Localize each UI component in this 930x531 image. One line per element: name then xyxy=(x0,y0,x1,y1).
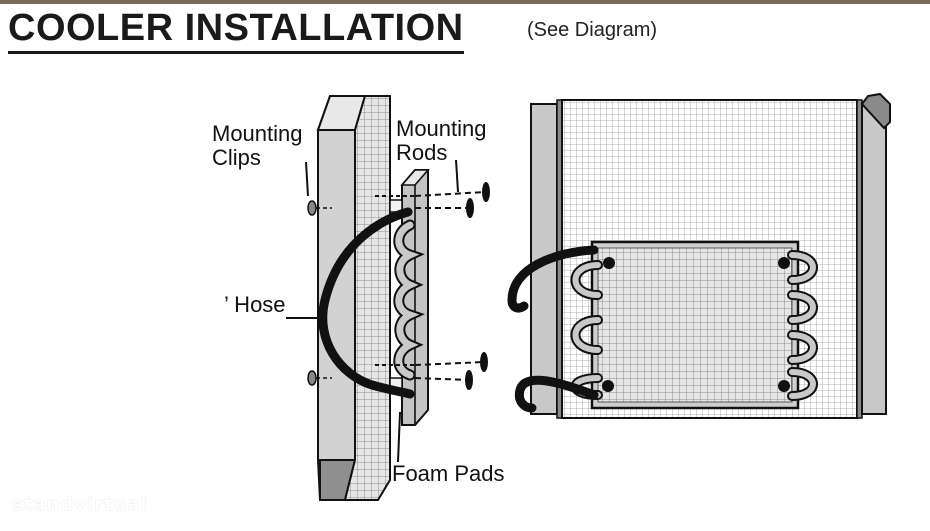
leader-mounting-rods xyxy=(455,159,459,193)
hose-front-top xyxy=(507,245,599,313)
label-foam-pads: Foam Pads xyxy=(392,461,505,486)
rod-head-1 xyxy=(482,182,490,202)
mounting-clip-bottom xyxy=(307,370,317,386)
rod-head-2 xyxy=(466,198,474,218)
label-mounting-clips: Mounting Clips xyxy=(212,121,303,170)
rod-head-3 xyxy=(480,352,488,372)
mount-bolt-bl xyxy=(602,380,614,392)
label-hose: ’ Hose xyxy=(224,292,286,317)
mounting-rods xyxy=(375,191,486,381)
mount-bolt-tl xyxy=(603,257,615,269)
page-title: COOLER INSTALLATION xyxy=(8,6,464,54)
leader-foam-pads xyxy=(397,411,401,463)
radiator-cap xyxy=(860,92,891,130)
radiator-right-tank xyxy=(861,103,887,415)
watermark-logo: standvirtual xyxy=(12,494,148,515)
side-view-assembly xyxy=(286,95,490,501)
front-view-assembly xyxy=(507,92,891,419)
mount-bolt-br xyxy=(778,380,790,392)
hose-side xyxy=(318,207,415,399)
leader-mounting-clips xyxy=(305,161,309,197)
mount-bolt-tr xyxy=(778,257,790,269)
top-edge-strip xyxy=(0,0,930,4)
label-mounting-rods: Mounting Rods xyxy=(396,116,487,165)
mounting-clip-top xyxy=(307,200,317,216)
rod-head-4 xyxy=(465,370,473,390)
hose-front-bottom xyxy=(514,375,599,413)
page-subtitle: (See Diagram) xyxy=(527,19,658,41)
